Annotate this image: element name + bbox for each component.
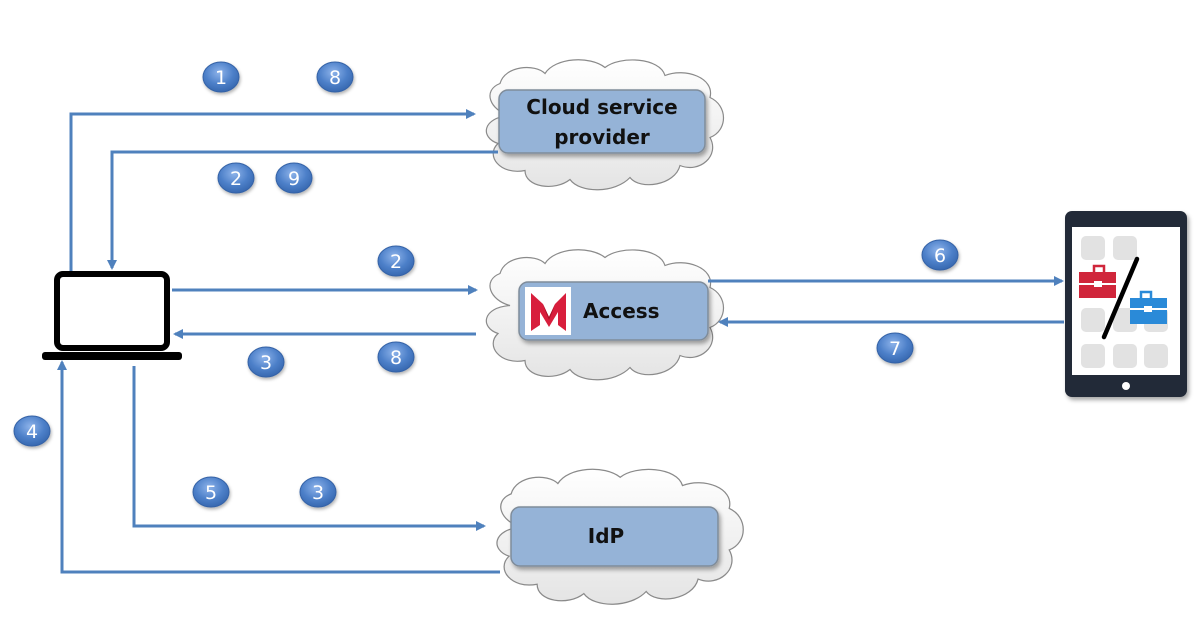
step-badge-8: 8 (377, 341, 415, 373)
blue-briefcase-icon (1130, 290, 1167, 324)
badge-circle (299, 476, 337, 508)
step-badge-5: 5 (192, 476, 230, 508)
badge-number: 2 (390, 251, 402, 273)
step-badge-4: 4 (13, 415, 51, 447)
badge-number: 4 (26, 421, 38, 443)
step-badge-7: 7 (876, 332, 914, 364)
badge-circle (202, 61, 240, 93)
provider-label-line2: provider (554, 125, 650, 149)
badge-number: 5 (205, 482, 217, 504)
badge-circle (13, 415, 51, 447)
step-badge-8: 8 (316, 61, 354, 93)
idp-box (510, 506, 719, 567)
node-access[interactable]: Access (518, 281, 709, 341)
badge-circle (316, 61, 354, 93)
step-badge-6: 6 (921, 239, 959, 271)
badge-number: 8 (390, 347, 402, 369)
mobileiron-m-logo-icon (525, 287, 571, 335)
badge-number: 1 (215, 67, 227, 89)
arrow-laptop-to-idp (132, 366, 486, 531)
red-briefcase-icon (1079, 264, 1116, 298)
step-badge-2: 2 (377, 245, 415, 277)
idp-label: IdP (588, 524, 624, 548)
node-cloud-service-provider[interactable]: Cloud service provider (498, 89, 706, 154)
step-badges: 1 8 2 9 2 3 8 6 7 4 5 3 (13, 61, 959, 508)
node-idp[interactable]: IdP (510, 506, 719, 567)
divider-slash (1101, 256, 1140, 340)
arrow-provider-to-laptop (107, 150, 498, 270)
badge-circle (217, 162, 255, 194)
badge-number: 8 (329, 67, 341, 89)
step-badge-3: 3 (247, 346, 285, 378)
badge-circle (275, 162, 313, 194)
provider-label-line1: Cloud service (526, 95, 677, 119)
provider-box (498, 89, 706, 154)
badge-circle (192, 476, 230, 508)
badge-number: 6 (934, 245, 946, 267)
step-badge-2: 2 (217, 162, 255, 194)
badge-number: 9 (288, 168, 300, 190)
access-label: Access (583, 299, 660, 323)
step-badge-3: 3 (299, 476, 337, 508)
badge-number: 7 (889, 338, 901, 360)
step-badge-9: 9 (275, 162, 313, 194)
badge-circle (921, 239, 959, 271)
connectors (57, 109, 1064, 574)
step-badge-1: 1 (202, 61, 240, 93)
arrow-laptop-to-provider (69, 109, 476, 272)
badge-circle (247, 346, 285, 378)
tablet-icon[interactable] (1065, 211, 1187, 397)
arrow-idp-to-laptop (57, 360, 500, 574)
badge-circle (377, 341, 415, 373)
badge-number: 3 (260, 352, 272, 374)
laptop-icon[interactable] (42, 271, 182, 360)
badge-circle (876, 332, 914, 364)
badge-number: 3 (312, 482, 324, 504)
badge-circle (377, 245, 415, 277)
badge-number: 2 (230, 168, 242, 190)
